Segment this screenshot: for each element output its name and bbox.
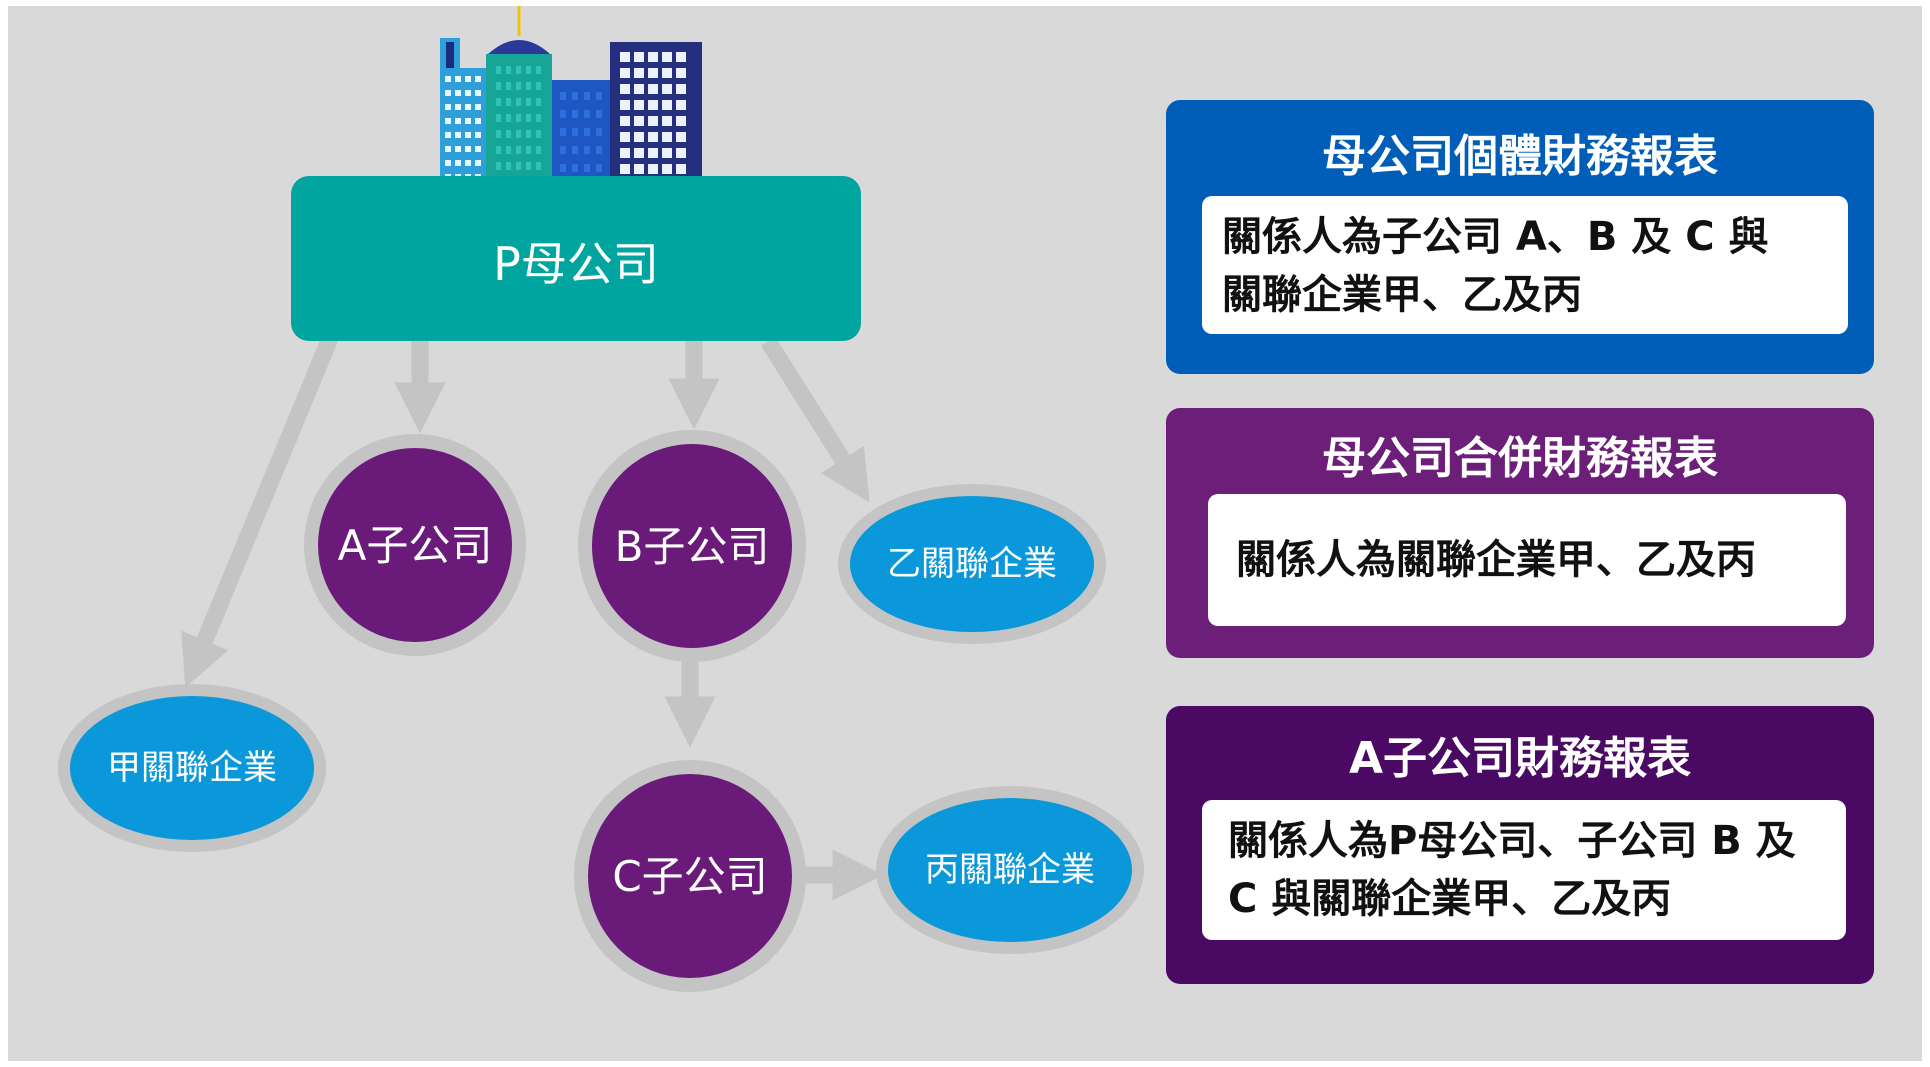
panel-2-line-1: 關係人為關聯企業甲、乙及丙 (1236, 537, 1756, 583)
arrow-to-jia (181, 332, 339, 688)
panel-2-body: 關係人為關聯企業甲、乙及丙 (1208, 494, 1846, 626)
panel-subsidiary-a-statements: A子公司財務報表 關係人為P母公司、子公司 B 及 C 與關聯企業甲、乙及丙 (1166, 706, 1874, 984)
panel-2-title: 母公司合併財務報表 (1322, 433, 1718, 484)
panel-3-line-2: C 與關聯企業甲、乙及丙 (1228, 876, 1672, 922)
panel-1-line-2: 關聯企業甲、乙及丙 (1222, 272, 1582, 318)
subsidiary-c-label: C子公司 (612, 851, 768, 901)
subsidiary-a-label: A子公司 (337, 520, 493, 570)
associate-bing-node: 丙關聯企業 (876, 786, 1144, 954)
associate-yi-label: 乙關聯企業 (887, 544, 1057, 584)
subsidiary-c-node: C子公司 (574, 760, 806, 992)
panel-parent-consolidated-statements: 母公司合併財務報表 關係人為關聯企業甲、乙及丙 (1166, 408, 1874, 658)
associate-jia-label: 甲關聯企業 (107, 748, 277, 788)
associate-jia-node: 甲關聯企業 (58, 684, 326, 852)
associate-bing-label: 丙關聯企業 (925, 850, 1095, 890)
parent-company-label: P母公司 (493, 237, 659, 291)
subsidiary-a-node: A子公司 (304, 434, 526, 656)
diagram-canvas: P母公司 A子公司 B子公司 C子公司 甲關聯企業 乙關聯企業 丙關聯企業 母公… (8, 6, 1922, 1061)
subsidiary-b-label: B子公司 (614, 521, 770, 571)
panel-3-body: 關係人為P母公司、子公司 B 及 C 與關聯企業甲、乙及丙 (1202, 800, 1846, 940)
panel-1-title: 母公司個體財務報表 (1322, 131, 1718, 182)
panel-1-body: 關係人為子公司 A、B 及 C 與 關聯企業甲、乙及丙 (1202, 196, 1848, 334)
associate-yi-node: 乙關聯企業 (838, 484, 1106, 644)
panel-1-line-1: 關係人為子公司 A、B 及 C 與 (1222, 214, 1769, 260)
parent-company-box (291, 176, 861, 341)
connector-arrows (181, 332, 884, 901)
panel-parent-separate-statements: 母公司個體財務報表 關係人為子公司 A、B 及 C 與 關聯企業甲、乙及丙 (1166, 100, 1874, 374)
arrow-to-yi (760, 336, 870, 503)
subsidiary-b-node: B子公司 (578, 430, 806, 662)
panel-3-line-1: 關係人為P母公司、子公司 B 及 (1228, 818, 1796, 864)
panel-3-title: A子公司財務報表 (1348, 733, 1692, 784)
